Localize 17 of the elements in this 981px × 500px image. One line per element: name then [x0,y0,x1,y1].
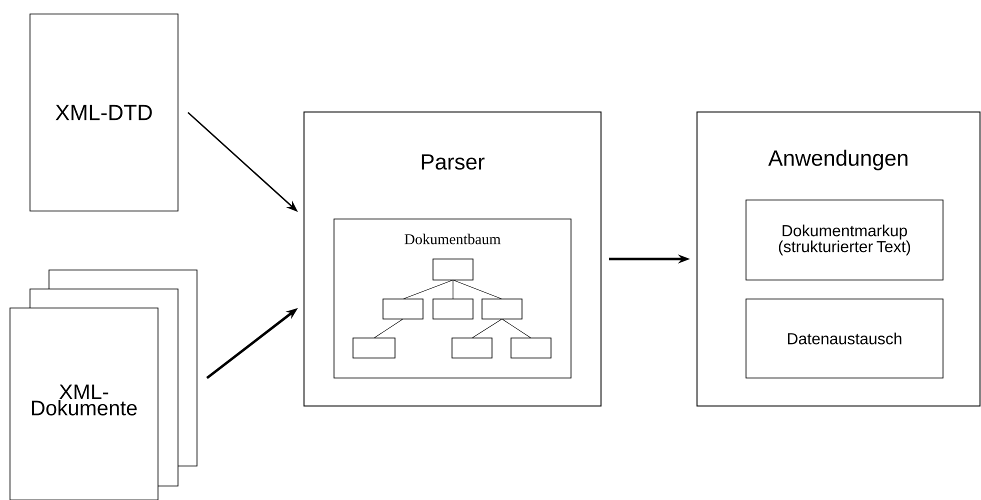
document-box: XML-DTD [30,14,178,212]
tree-line [402,280,454,300]
tree-node-box [482,298,522,320]
tree-node-box [352,338,396,358]
tree-node-box [452,338,492,358]
tree-node-box [432,298,474,320]
process-box: Datenaustausch [746,298,944,378]
document-stack: XML-Dokumente [10,270,198,500]
tree-node-box [432,258,474,280]
tree-line [452,280,502,300]
tree-line [374,318,404,338]
tree-line [502,318,532,338]
tree-node-box [510,338,552,358]
tree-node-box [382,298,424,320]
process-box: Dokumentmarkup (strukturierter Text) [746,200,944,280]
tree-line [472,318,502,338]
tree-line [452,280,454,300]
